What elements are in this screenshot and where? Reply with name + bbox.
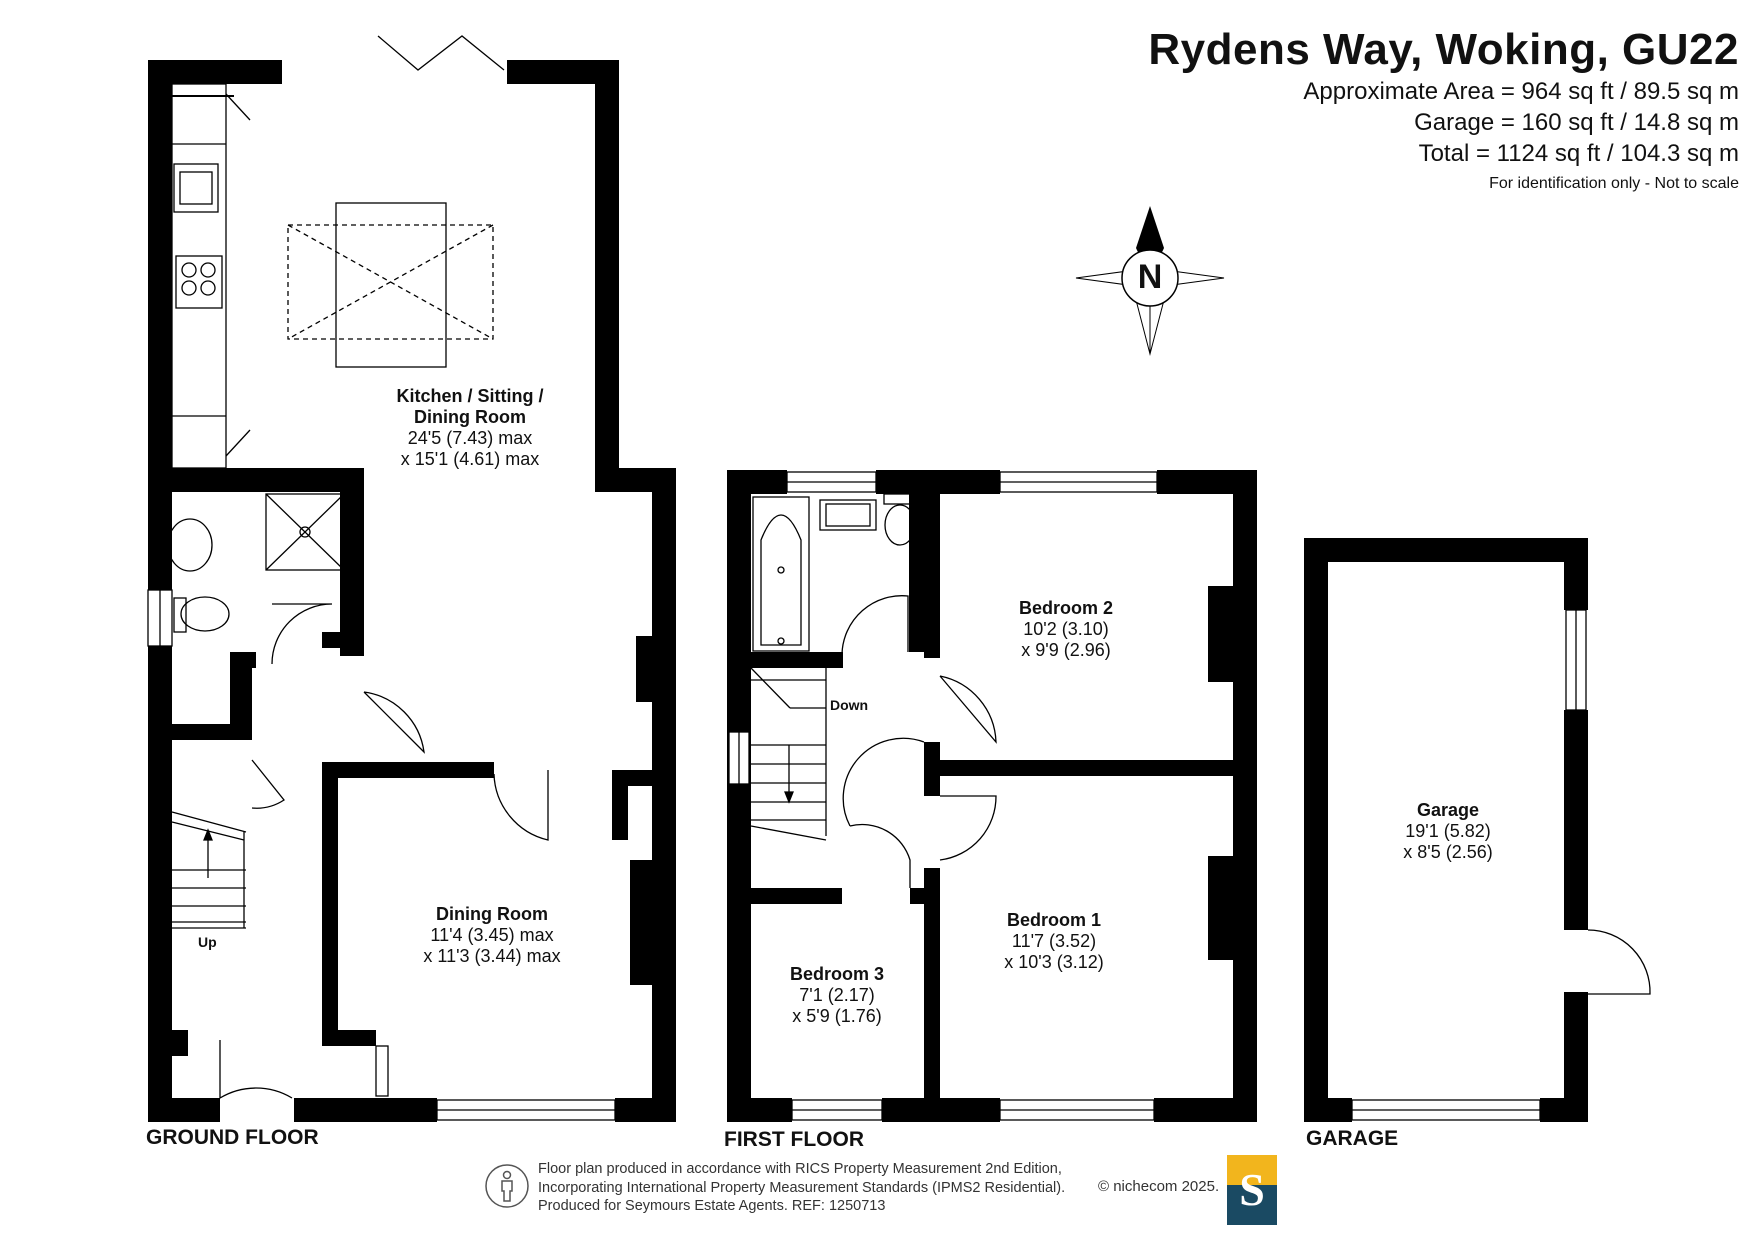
- room-name: Bedroom 2: [1018, 598, 1114, 618]
- agent-logo-letter: S: [1239, 1164, 1265, 1215]
- garage-area: Garage = 160 sq ft / 14.8 sq m: [1414, 109, 1739, 136]
- identification-note: For identification only - Not to scale: [1489, 175, 1739, 192]
- compass-north-letter: N: [1137, 258, 1163, 296]
- room-name: Bedroom 1: [1006, 910, 1102, 930]
- room-dimension: x 8'5 (2.56): [1403, 842, 1493, 862]
- room-label-bedroom-1: Bedroom 1 11'7 (3.52) x 10'3 (3.12): [1004, 910, 1104, 973]
- property-title: Rydens Way, Woking, GU22: [1148, 25, 1739, 74]
- stairs-up-label: Up: [198, 934, 217, 950]
- floor-label-garage: GARAGE: [1306, 1127, 1399, 1150]
- compass-rose: [1075, 206, 1225, 356]
- room-dimension: 11'4 (3.45) max: [430, 925, 554, 945]
- footer-line: Produced for Seymours Estate Agents. REF…: [538, 1198, 886, 1214]
- footer-line: Incorporating International Property Mea…: [538, 1179, 1066, 1196]
- agent-logo: S: [1227, 1155, 1277, 1225]
- walls: [148, 60, 1588, 1122]
- room-label-garage: Garage 19'1 (5.82) x 8'5 (2.56): [1403, 800, 1492, 863]
- footer-text: Floor plan produced in accordance with R…: [538, 1160, 1065, 1216]
- room-dimension: x 9'9 (2.96): [1021, 640, 1111, 660]
- floor-label-ground: GROUND FLOOR: [146, 1126, 319, 1149]
- room-dimension: 24'5 (7.43) max: [407, 428, 533, 448]
- room-dimension: x 5'9 (1.76): [792, 1006, 882, 1026]
- approximate-area: Approximate Area = 964 sq ft / 89.5 sq m: [1303, 78, 1739, 105]
- room-name: Garage: [1416, 800, 1480, 820]
- room-name: Dining Room: [436, 904, 548, 924]
- footer-line: Floor plan produced in accordance with R…: [538, 1161, 1062, 1177]
- room-label-kitchen: Kitchen / Sitting / Dining Room 24'5 (7.…: [397, 386, 544, 470]
- room-dimension: 10'2 (3.10): [1023, 619, 1109, 639]
- person-scale-icon: [485, 1164, 529, 1208]
- total-area: Total = 1124 sq ft / 104.3 sq m: [1418, 140, 1739, 167]
- header: Rydens Way, Woking, GU22 Approximate Are…: [1148, 24, 1739, 197]
- copyright: © nichecom 2025.: [1098, 1178, 1220, 1195]
- room-dimension: x 10'3 (3.12): [1004, 952, 1104, 972]
- room-dimension: 7'1 (2.17): [799, 985, 875, 1005]
- room-label-bedroom-3: Bedroom 3 7'1 (2.17) x 5'9 (1.76): [790, 964, 884, 1027]
- room-label-dining: Dining Room 11'4 (3.45) max x 11'3 (3.44…: [423, 904, 560, 967]
- room-dimension: 11'7 (3.52): [1011, 931, 1097, 951]
- floor-label-first: FIRST FLOOR: [724, 1128, 864, 1151]
- room-name: Dining Room: [414, 407, 526, 427]
- room-label-bedroom-2: Bedroom 2 10'2 (3.10) x 9'9 (2.96): [1019, 598, 1113, 661]
- room-dimension: 19'1 (5.82): [1405, 821, 1491, 841]
- room-dimension: x 15'1 (4.61) max: [400, 449, 540, 469]
- fixtures: [147, 35, 1651, 1121]
- room-name: Bedroom 3: [789, 964, 885, 984]
- stairs-down-label: Down: [830, 697, 869, 713]
- room-name: Kitchen / Sitting /: [396, 386, 544, 406]
- room-dimension: x 11'3 (3.44) max: [423, 946, 561, 966]
